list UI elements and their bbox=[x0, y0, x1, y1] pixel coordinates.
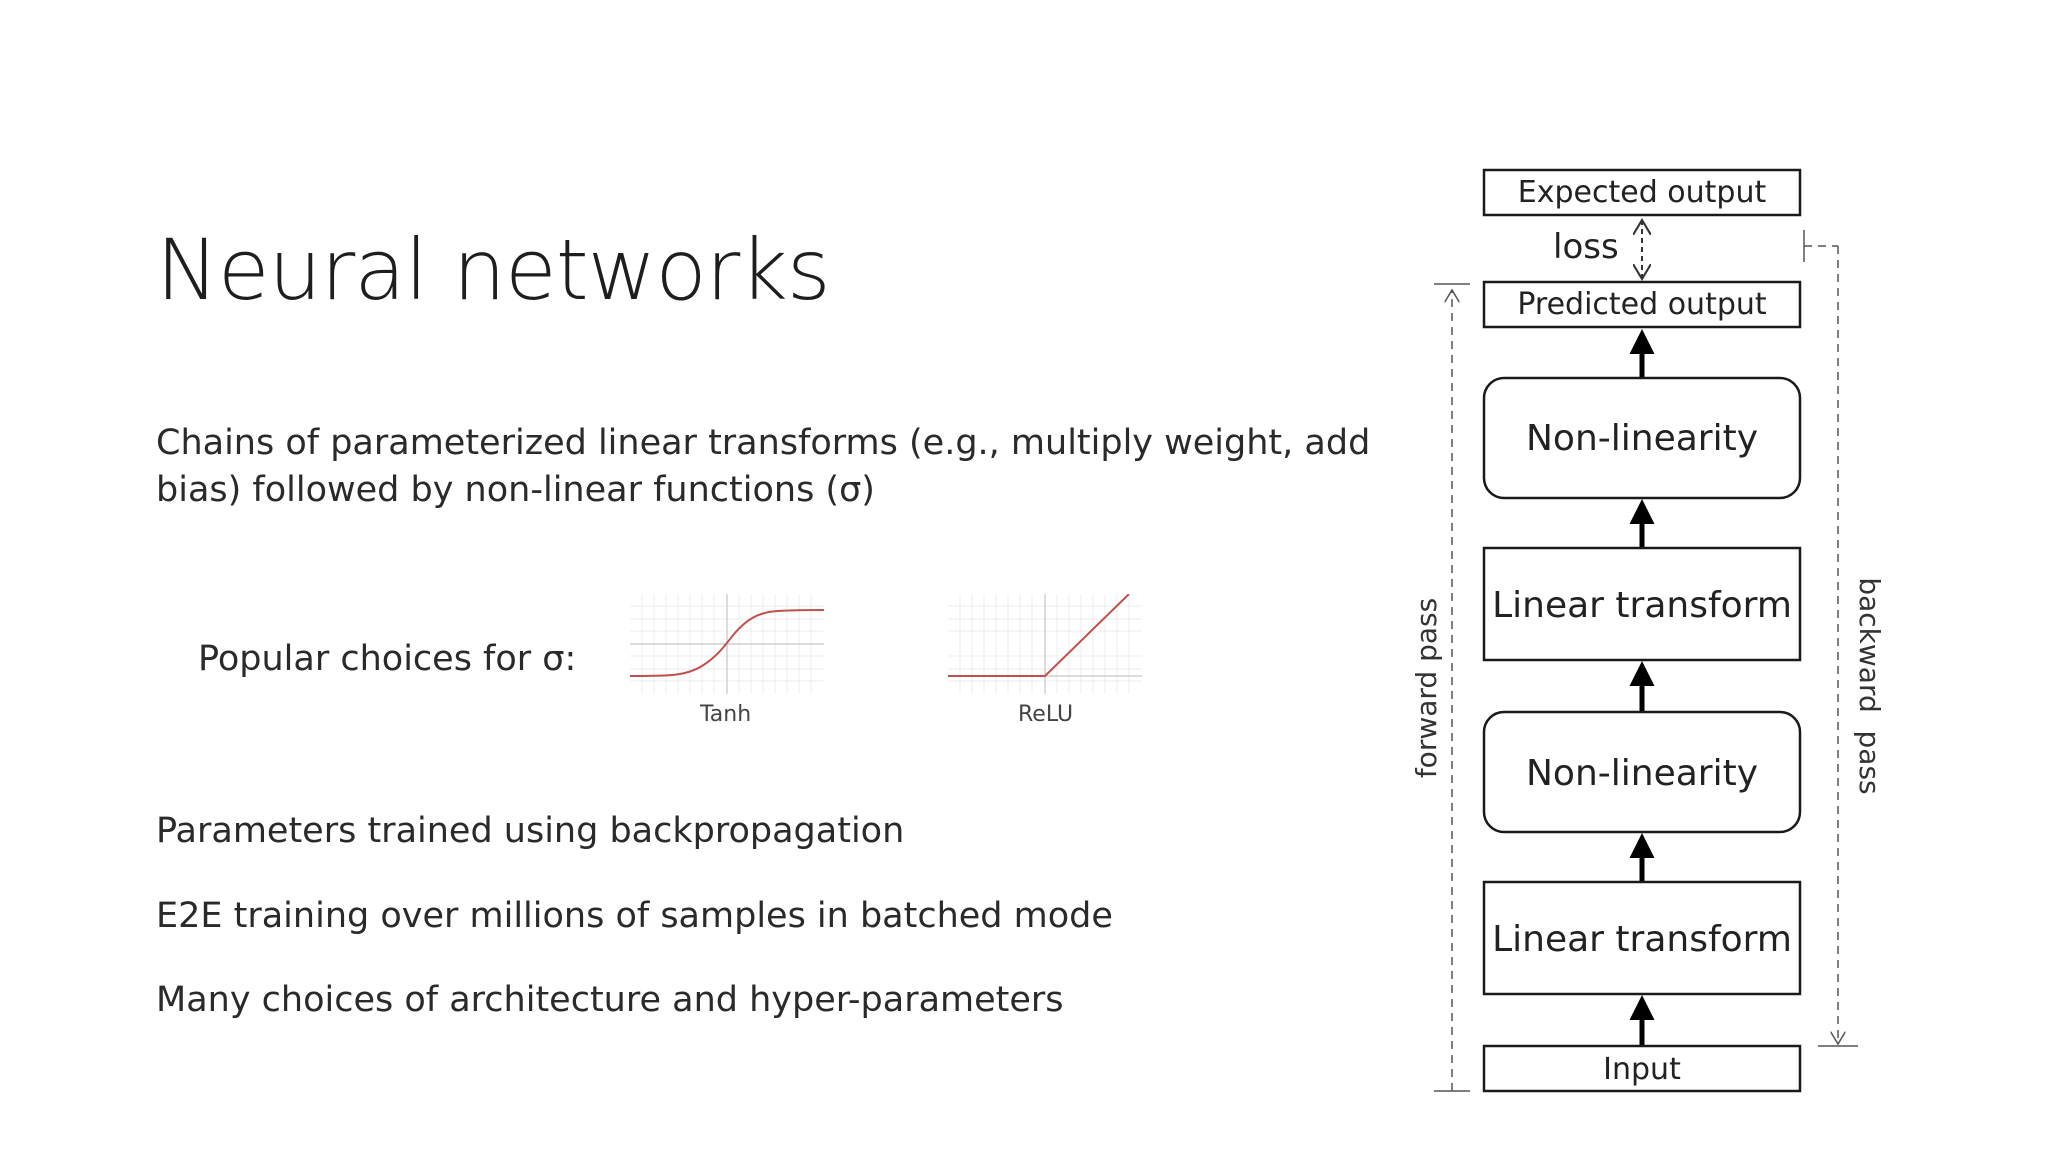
input-box: Input bbox=[1482, 1044, 1802, 1093]
forward-pass-label: forward pass bbox=[1410, 598, 1443, 778]
linear-transform-bottom-label: Linear transform bbox=[1492, 919, 1792, 960]
bullet-choices: Many choices of architecture and hyper-p… bbox=[156, 980, 1064, 1020]
expected-output-box: Expected output bbox=[1482, 168, 1802, 217]
relu-plot bbox=[948, 594, 1142, 694]
loss-label: loss bbox=[1553, 227, 1619, 267]
bullet-e2e: E2E training over millions of samples in… bbox=[156, 896, 1113, 936]
linear-transform-box-bottom: Linear transform bbox=[1482, 880, 1802, 996]
relu-curve bbox=[948, 594, 1130, 677]
bullet-backprop: Parameters trained using backpropagation bbox=[156, 811, 905, 851]
predicted-output-box: Predicted output bbox=[1482, 280, 1802, 329]
expected-output-label: Expected output bbox=[1518, 175, 1767, 210]
linear-transform-box-top: Linear transform bbox=[1482, 546, 1802, 662]
bullet-chains: Chains of parameterized linear transform… bbox=[156, 420, 1370, 514]
relu-caption: ReLU bbox=[1018, 702, 1074, 727]
backward-pass-arrow bbox=[1803, 230, 1858, 1047]
non-linearity-box-bottom: Non-linearity bbox=[1482, 710, 1802, 834]
predicted-output-label: Predicted output bbox=[1517, 287, 1767, 322]
backward-pass-label: backward pass bbox=[1853, 577, 1886, 794]
bullet-chains-line1: Chains of parameterized linear transform… bbox=[156, 423, 1371, 463]
tanh-plot bbox=[630, 594, 824, 694]
tanh-caption: Tanh bbox=[700, 702, 752, 727]
slide-title: Neural networks bbox=[156, 221, 831, 319]
non-linearity-top-label: Non-linearity bbox=[1526, 418, 1758, 459]
input-label: Input bbox=[1603, 1052, 1681, 1087]
popular-choices-label: Popular choices for σ: bbox=[198, 639, 577, 679]
linear-transform-top-label: Linear transform bbox=[1492, 585, 1792, 626]
bullet-chains-line2: bias) followed by non-linear functions (… bbox=[156, 470, 875, 510]
tanh-curve bbox=[630, 609, 824, 677]
network-diagram: Expected output loss Predicted output No… bbox=[1410, 168, 1886, 1093]
non-linearity-bottom-label: Non-linearity bbox=[1526, 753, 1758, 794]
non-linearity-box-top: Non-linearity bbox=[1482, 376, 1802, 500]
forward-pass-arrow bbox=[1434, 283, 1470, 1092]
